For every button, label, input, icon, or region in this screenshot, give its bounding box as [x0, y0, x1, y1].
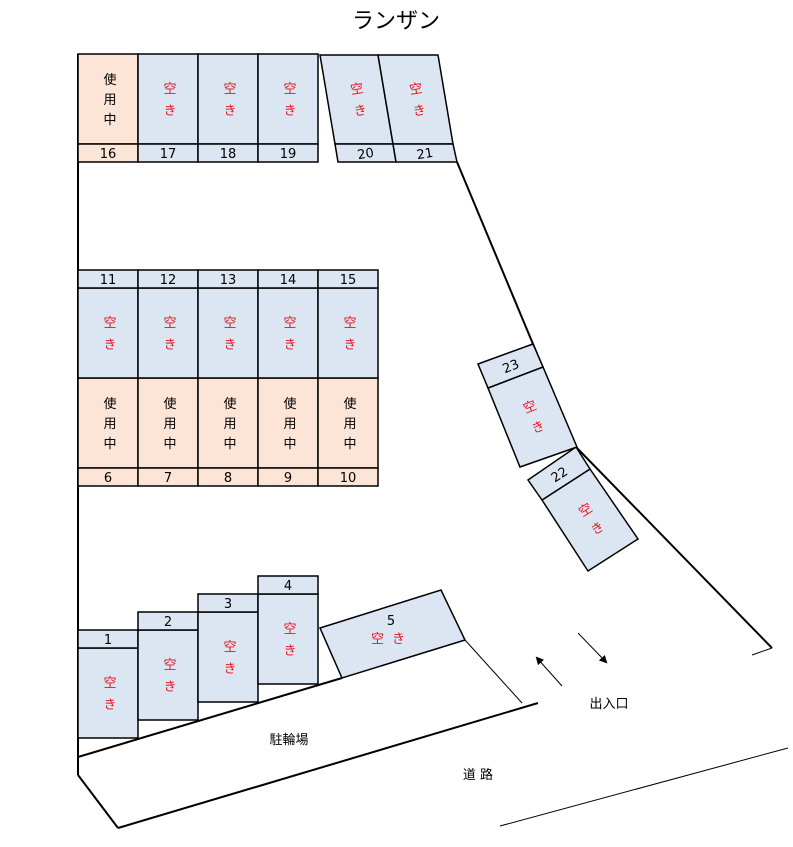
parking-space-5[interactable]: 5 空き	[318, 589, 467, 679]
parking-space-18[interactable]: 18 空き	[197, 53, 259, 163]
parking-space-13[interactable]: 13 空き	[197, 269, 259, 379]
parking-space-15[interactable]: 15 空き	[317, 269, 379, 379]
space-status: 使用中	[101, 72, 117, 133]
parking-space-7[interactable]: 7 使用中	[137, 377, 199, 487]
space-status: 使用中	[221, 396, 237, 457]
space-number: 9	[284, 471, 292, 486]
entrance-arrows	[535, 632, 608, 687]
parking-space-10[interactable]: 10 使用中	[317, 377, 379, 487]
parking-space-16[interactable]: 16 使用中	[77, 53, 139, 163]
space-number: 6	[104, 471, 112, 486]
space-number: 8	[224, 471, 232, 486]
space-number: 18	[220, 147, 237, 162]
parking-space-17[interactable]: 17 空き	[137, 53, 199, 163]
space-status: 使用中	[281, 396, 297, 457]
parking-space-8[interactable]: 8 使用中	[197, 377, 259, 487]
space-number-cell	[257, 143, 319, 163]
parking-space-4[interactable]: 4 空き	[257, 575, 319, 685]
space-number-cell	[477, 343, 545, 389]
space-number: 20	[356, 146, 375, 163]
lot-title: ランザン	[352, 9, 440, 34]
space-number: 3	[224, 597, 232, 612]
space-number: 7	[164, 471, 172, 486]
space-status: 空き	[161, 316, 177, 360]
space-number: 17	[160, 147, 177, 162]
parking-space-12[interactable]: 12 空き	[137, 269, 199, 379]
space-status: 空き	[281, 316, 297, 360]
space-number: 19	[280, 147, 297, 162]
space-number-cell	[526, 445, 592, 502]
parking-space-19[interactable]: 19 空き	[257, 53, 319, 163]
space-number: 1	[104, 633, 112, 648]
space-status: 空き	[371, 632, 413, 647]
space-number: 11	[100, 273, 117, 288]
space-number: 23	[501, 357, 522, 377]
space-number: 5	[387, 614, 395, 629]
space-status: 使用中	[341, 396, 357, 457]
space-number: 2	[164, 615, 172, 630]
space-number: 14	[280, 273, 297, 288]
space-number-cell	[317, 269, 379, 289]
parking-space-9[interactable]: 9 使用中	[257, 377, 319, 487]
space-number: 15	[340, 273, 357, 288]
parking-space-6[interactable]: 6 使用中	[77, 377, 139, 487]
parking-space-14[interactable]: 14 空き	[257, 269, 319, 379]
space-status: 空き	[221, 640, 237, 684]
space-status: 使用中	[101, 396, 117, 457]
bicycle-parking-label: 駐輪場	[269, 732, 308, 748]
space-status: 空き	[281, 82, 297, 126]
space-status: 空き	[221, 316, 237, 360]
space-status: 空き	[101, 316, 117, 360]
space-number-cell	[257, 575, 319, 595]
road-label: 道 路	[463, 767, 493, 783]
space-number: 16	[100, 147, 117, 162]
space-status: 空き	[281, 622, 297, 666]
space-number: 10	[340, 471, 357, 486]
arrow-out-icon	[535, 656, 563, 687]
space-number-cell	[317, 467, 379, 487]
space-number: 4	[284, 579, 292, 594]
parking-space-1[interactable]: 1 空き	[77, 629, 139, 739]
parking-space-11[interactable]: 11 空き	[77, 269, 139, 379]
parking-spaces: 1 空き 2 空き 3 空き 4 空き 5 空き 6 使用中 7 使用中 8 使用中 9 使用中 10 使用中 11 空き…	[77, 53, 640, 739]
space-number: 21	[416, 146, 435, 163]
space-status: 空き	[161, 82, 177, 126]
parking-space-2[interactable]: 2 空き	[137, 611, 199, 721]
space-number-cell	[392, 143, 458, 163]
space-status: 空き	[101, 676, 117, 720]
space-number: 13	[220, 273, 237, 288]
space-status: 空き	[341, 316, 357, 360]
space-status: 使用中	[161, 396, 177, 457]
space-area[interactable]	[318, 589, 467, 679]
space-status: 空き	[161, 658, 177, 702]
entrance-label: 出入口	[589, 697, 628, 712]
arrow-in-icon	[577, 632, 608, 664]
space-status: 空き	[221, 82, 237, 126]
space-number: 12	[160, 273, 177, 288]
parking-space-3[interactable]: 3 空き	[197, 593, 259, 703]
